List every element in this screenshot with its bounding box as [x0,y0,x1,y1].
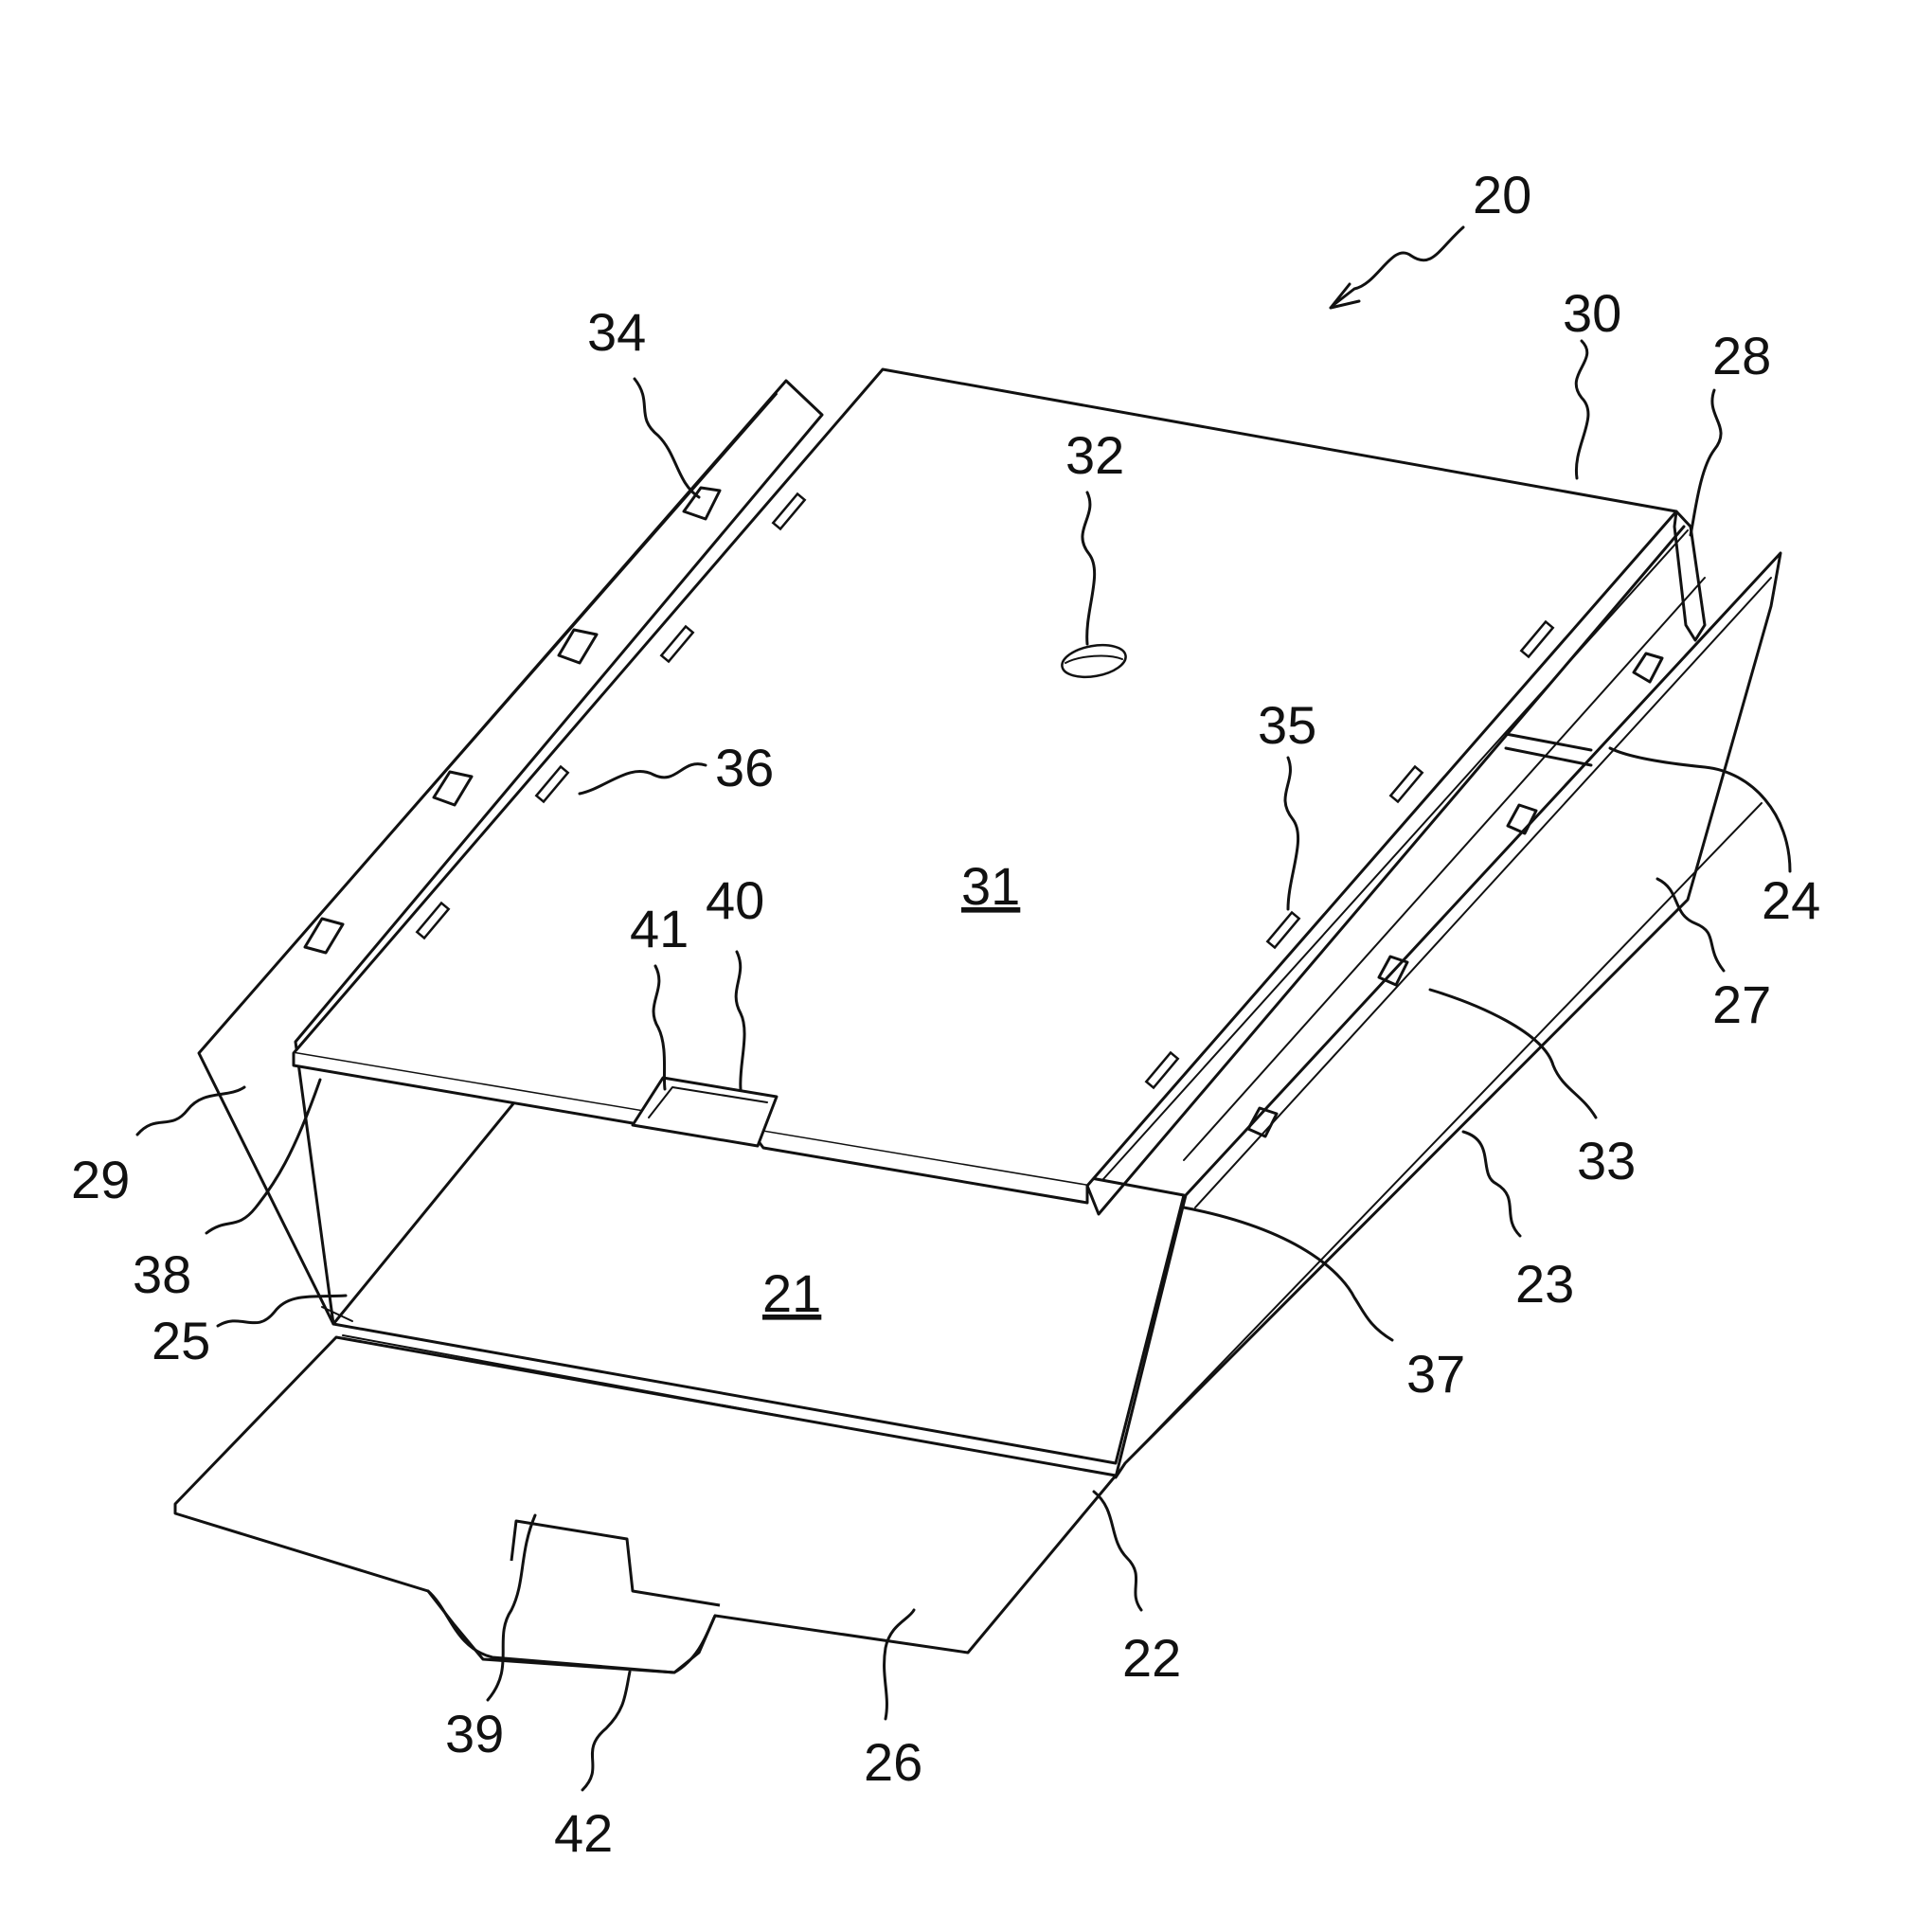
label-32: 32 [1065,425,1124,485]
reference-numerals: 20 30 28 32 34 35 36 31 24 27 41 40 33 2… [71,165,1820,1863]
lid-right-side-37 [1085,525,1686,1216]
recess-40 [631,1076,779,1148]
leader-23 [1461,1130,1522,1238]
label-21: 21 [762,1263,821,1323]
label-20: 20 [1473,165,1531,224]
leader-37 [1182,1206,1394,1342]
hole-32 [1061,643,1127,679]
label-33: 33 [1577,1131,1636,1190]
leader-lines [135,225,1792,1792]
leader-24 [1608,746,1792,873]
lid-right-channel-inner [1183,577,1706,1161]
tabs-33 [1246,652,1664,1138]
label-25: 25 [152,1311,210,1370]
leader-41 [652,964,667,1091]
leader-20 [1332,225,1465,307]
leader-22 [1092,1490,1143,1612]
rear-flap-28 [1673,510,1707,642]
base-crease-left [332,1075,537,1325]
leader-25 [216,1294,348,1328]
leader-26 [883,1608,916,1721]
slots-35 [1144,619,1555,1090]
slot-36d [415,901,451,940]
slot-36a [771,492,807,531]
leader-36 [578,762,707,796]
leader-40 [734,950,746,1091]
leader-28 [1689,388,1723,537]
label-41: 41 [630,899,689,958]
tab-33d [1246,1106,1279,1138]
leader-30 [1574,339,1590,480]
leader-29 [135,1085,246,1136]
label-40: 40 [706,870,764,930]
right-side-panel-27 [1114,551,1782,1479]
tab-33a [1632,652,1664,684]
leader-33 [1428,988,1598,1119]
left-panel-fold-line-25 [321,1306,353,1322]
notch-39 [510,1519,721,1607]
label-38: 38 [133,1244,191,1304]
label-28: 28 [1712,326,1771,385]
label-42: 42 [554,1803,613,1863]
label-22: 22 [1122,1628,1181,1688]
label-27: 27 [1712,975,1771,1034]
slot-35b [1388,764,1424,804]
label-37: 37 [1406,1344,1465,1404]
right-panel-inner-edge [1194,577,1772,1208]
label-34: 34 [587,302,646,362]
leader-32 [1081,491,1097,646]
leader-42 [581,1670,632,1792]
tab-34d [303,917,345,955]
tongue-42 [426,1589,717,1674]
label-30: 30 [1563,283,1621,343]
left-side-panel-29 [197,379,824,1326]
leader-27 [1655,877,1726,973]
slot-35c [1265,910,1301,950]
label-24: 24 [1762,870,1820,930]
slot-35d [1144,1050,1180,1090]
label-23: 23 [1515,1254,1574,1314]
crossbar-24 [1504,732,1593,767]
lid-right-channel [1102,529,1689,1180]
slot-36b [659,624,695,664]
recess-41-inner [648,1086,768,1118]
tab-33b [1506,803,1538,835]
right-panel-fold-23 [1124,802,1763,1464]
hole-32-inner [1065,654,1123,664]
label-31: 31 [961,856,1020,916]
label-29: 29 [71,1150,130,1209]
slots-36 [415,492,807,940]
label-39: 39 [445,1704,504,1763]
left-panel-top-edge-inner [209,393,778,1041]
tab-33c [1377,955,1409,987]
slot-35a [1519,619,1555,659]
tab-34b [557,628,599,665]
leader-34 [633,377,701,499]
slot-36c [534,764,570,804]
leader-38 [205,1078,322,1235]
tab-34c [432,770,474,807]
label-26: 26 [864,1732,922,1792]
leader-35 [1283,756,1300,911]
leader-39 [486,1513,537,1702]
label-35: 35 [1258,695,1316,755]
label-36: 36 [715,738,774,797]
arrow-20 [1329,282,1361,310]
